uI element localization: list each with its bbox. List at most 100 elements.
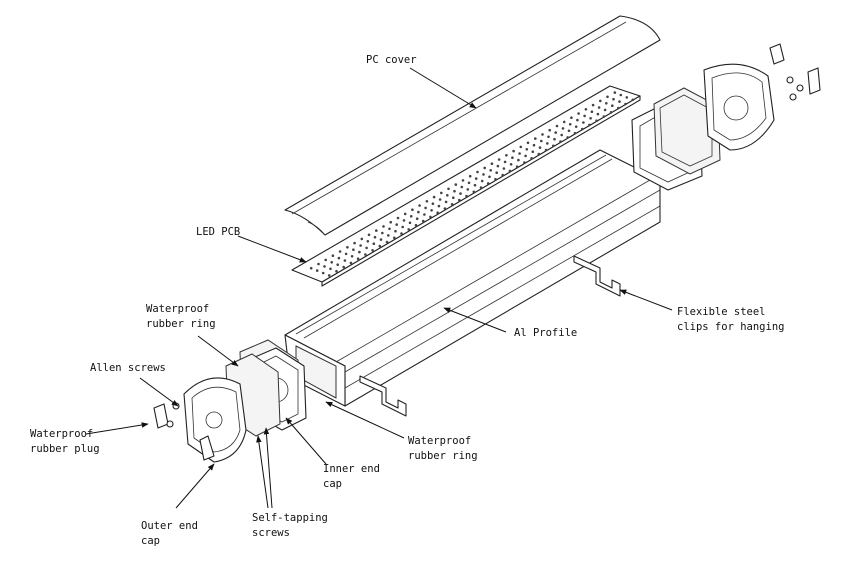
led-dot — [400, 232, 403, 235]
led-dot — [454, 183, 458, 186]
led-dot — [444, 200, 448, 204]
led-dot — [553, 137, 556, 141]
led-dot — [409, 215, 413, 218]
led-dot — [619, 93, 623, 97]
led-dot — [394, 229, 397, 233]
al-profile-part — [284, 149, 661, 407]
led-dot — [489, 169, 493, 172]
leader-ring-left — [197, 335, 239, 367]
led-dot — [602, 115, 606, 118]
led-dot — [379, 238, 383, 241]
led-dot — [595, 119, 598, 122]
led-dot — [547, 135, 550, 139]
led-dot — [511, 156, 514, 159]
led-dot — [486, 182, 490, 185]
led-dot — [534, 137, 537, 140]
led-dot — [403, 212, 407, 216]
led-dot — [570, 116, 573, 119]
led-dot — [566, 136, 569, 139]
led-dot — [309, 266, 313, 270]
led-dot — [555, 124, 559, 128]
led-dot — [490, 162, 494, 165]
led-dot — [389, 220, 393, 224]
led-dot — [447, 187, 450, 191]
led-dot — [353, 241, 356, 245]
led-dot — [352, 248, 355, 251]
led-dot — [588, 123, 591, 127]
led-dot — [452, 196, 455, 199]
led-dot — [606, 95, 609, 99]
left-end-screws-and-plug — [153, 402, 215, 461]
label-al-profile: Al Profile — [514, 327, 578, 339]
led-dot — [453, 189, 456, 193]
led-dot — [396, 216, 400, 220]
led-dot — [414, 223, 418, 227]
led-dot — [446, 194, 449, 197]
led-dot — [474, 177, 478, 180]
led-dot — [488, 175, 491, 179]
led-dot — [476, 170, 479, 174]
led-dot — [331, 254, 335, 257]
led-dot — [373, 235, 377, 239]
led-dot — [437, 204, 441, 208]
label-outer-end-cap-1: Outer end — [141, 520, 198, 532]
label-waterproof-ring-right-1: Waterproof — [408, 435, 472, 447]
led-dot — [315, 269, 319, 272]
led-dot — [609, 111, 613, 114]
led-dot — [523, 161, 526, 164]
led-dot — [518, 152, 521, 155]
led-dot — [336, 263, 340, 267]
led-dot — [517, 158, 520, 162]
led-dot — [431, 202, 435, 205]
led-dot — [494, 177, 497, 181]
led-dot — [574, 125, 578, 128]
led-dot — [344, 252, 348, 256]
label-outer-end-cap-2: cap — [141, 535, 160, 547]
led-dot — [343, 259, 347, 262]
label-waterproof-plug-1: Waterproof — [30, 428, 94, 440]
led-dot — [465, 194, 468, 198]
led-dot — [335, 269, 338, 273]
led-dot — [364, 253, 367, 256]
led-dot — [584, 108, 588, 111]
led-dot — [559, 140, 562, 143]
led-dot — [589, 117, 592, 120]
led-dot — [321, 271, 325, 275]
led-dot — [524, 154, 527, 158]
label-self-tapping-1: Self-tapping — [252, 512, 328, 524]
steel-clip-left — [359, 375, 407, 417]
label-pc-cover: PC cover — [366, 54, 417, 66]
led-dot — [590, 110, 594, 113]
steel-clip-right — [573, 255, 621, 297]
led-dot — [432, 195, 436, 199]
led-dot — [330, 261, 334, 264]
led-dot — [382, 225, 385, 228]
led-dot — [372, 242, 376, 245]
led-dot — [532, 143, 536, 147]
led-dot — [418, 204, 421, 207]
label-waterproof-ring-right-2: rubber ring — [408, 450, 478, 462]
led-dot — [408, 221, 412, 225]
led-dot — [421, 219, 425, 223]
led-dot — [461, 179, 465, 182]
led-dot — [401, 225, 405, 229]
led-dot — [438, 198, 442, 201]
led-dot — [496, 164, 500, 168]
led-dot — [501, 173, 505, 177]
led-dot — [497, 158, 501, 161]
led-dot — [430, 209, 433, 212]
led-dot — [359, 244, 362, 247]
led-dot — [385, 240, 389, 244]
led-dot — [425, 200, 429, 203]
led-dot — [546, 142, 549, 145]
led-dot — [360, 237, 364, 241]
leader-lines — [85, 67, 673, 509]
led-dot — [519, 145, 523, 149]
led-dot — [411, 208, 414, 211]
led-dot — [337, 256, 341, 260]
led-dot — [407, 228, 411, 231]
led-dot — [582, 121, 585, 124]
led-dot — [443, 207, 447, 210]
led-dot — [583, 114, 586, 118]
